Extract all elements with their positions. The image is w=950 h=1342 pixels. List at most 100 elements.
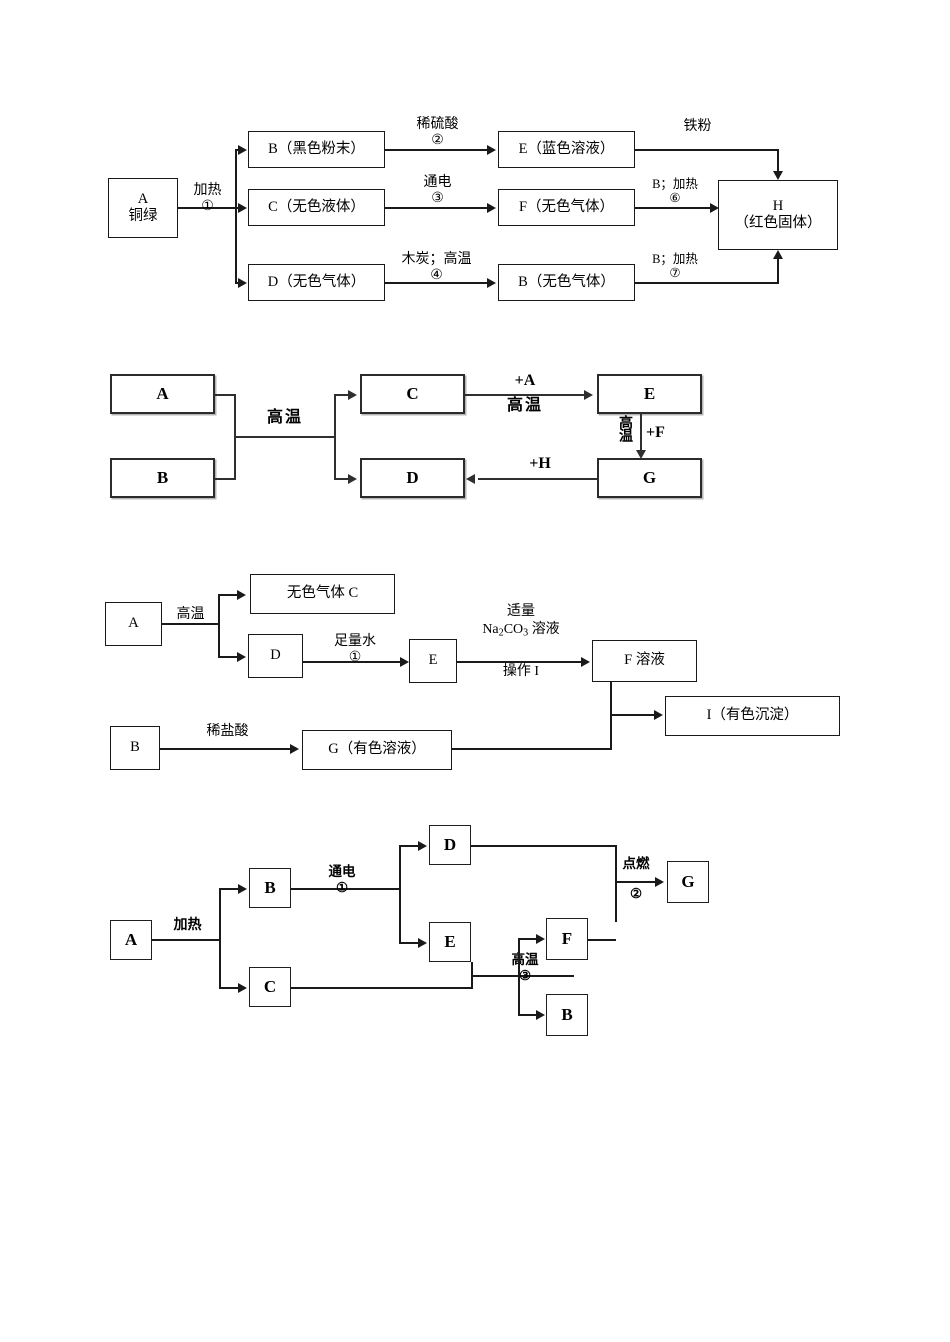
d3-line-to-c [218, 594, 240, 596]
d3-na2co3-sub2: 3 [523, 627, 529, 639]
d2-line-a-out [214, 394, 236, 396]
d2-box-g[interactable]: G [597, 458, 702, 498]
d1-box-h-solid[interactable]: H （红色固体） [718, 180, 838, 250]
d2-box-d[interactable]: D [360, 458, 465, 498]
d1-arrow-e-to-h [773, 171, 783, 180]
d1-arrow-b-to-e [487, 145, 496, 155]
diagram-1-copper-green: A 铜绿 加热 ① B（黑色粉末） 稀硫酸 ② E（蓝色溶液） 铁粉 [0, 0, 950, 330]
d4-line-d-down [615, 845, 617, 922]
d3-arrow-to-d [237, 652, 246, 662]
d2-arrow-c-to-e [584, 390, 593, 400]
d4-label-high-temp-text: 高温 [511, 952, 539, 967]
d1-label-iron-powder: 铁粉 [655, 119, 740, 135]
d4-line-d-out [471, 845, 617, 847]
d3-label-suitable-amount-text: 适量 [507, 604, 535, 619]
d2-box-a[interactable]: A [110, 374, 215, 414]
d4-box-d[interactable]: D [429, 825, 471, 865]
d4-arrow-to-g [655, 877, 664, 887]
d4-arrow-to-f [536, 934, 545, 944]
d1-box-f-gas[interactable]: F（无色气体） [498, 189, 635, 226]
d3-box-f-solution[interactable]: F 溶液 [592, 640, 697, 682]
d2-split-vertical [334, 394, 336, 479]
d3-box-d[interactable]: D [248, 634, 303, 678]
d3-box-b[interactable]: B [110, 726, 160, 770]
d1-label-dilute-sulfuric-text: 稀硫酸 [416, 117, 459, 132]
d2-label-high-temp-top: 高温 [480, 397, 570, 415]
d4-label-high-temp-num: ③ [518, 967, 532, 983]
d4-label-electrify: 通电 ① [302, 864, 382, 895]
d3-na2co3-pre: Na [482, 622, 499, 637]
d4-box-b-top[interactable]: B [249, 868, 291, 908]
d1-line-e-to-h-vertical [777, 149, 779, 173]
d3-label-enough-water: 足量水 ① [310, 634, 400, 666]
d4-arrow-to-d [418, 841, 427, 851]
d1-box-b-black[interactable]: B（黑色粉末） [248, 131, 385, 168]
d2-label-plus-a-text: +A [514, 372, 536, 389]
d2-arrow-to-d [348, 474, 357, 484]
d3-line-b-to-g [160, 748, 292, 750]
d2-label-high-temp-top-text: 高温 [506, 397, 543, 414]
d1-label-charcoal-num: ④ [430, 268, 443, 284]
d4-label-heat-text: 加热 [173, 918, 202, 933]
d3-box-e[interactable]: E [409, 639, 457, 683]
d3-arrow-d-to-e [400, 657, 409, 667]
d1-label-electrify-text: 通电 [423, 175, 452, 190]
d2-box-c[interactable]: C [360, 374, 465, 414]
d1-label-charcoal-text: 木炭；高温 [401, 252, 472, 267]
d3-box-c-gas[interactable]: 无色气体 C [250, 574, 395, 614]
d4-line-f-out [588, 939, 616, 941]
d4-box-a[interactable]: A [110, 920, 152, 960]
d1-arrow-b2-to-h [773, 250, 783, 259]
d4-split-vertical-3 [518, 938, 520, 1015]
d3-box-a[interactable]: A [105, 602, 162, 646]
d4-line-to-d [399, 845, 421, 847]
d1-box-b-gas[interactable]: B（无色气体） [498, 264, 635, 301]
d1-box-d-gas[interactable]: D（无色气体） [248, 264, 385, 301]
d4-box-g[interactable]: G [667, 861, 709, 903]
d2-label-plus-f-text: +F [646, 424, 665, 441]
d1-trunk-vertical [235, 149, 237, 283]
d1-label-b-heat6-num: ⑥ [669, 191, 681, 206]
d3-arrow-to-c [237, 590, 246, 600]
d2-label-plus-f: +F [646, 424, 665, 442]
d4-box-b-bottom[interactable]: B [546, 994, 588, 1036]
d4-box-e[interactable]: E [429, 922, 471, 962]
d1-line-c-to-f [385, 207, 489, 209]
d1-label-charcoal: 木炭；高温 ④ [384, 252, 489, 284]
d1-arrow-to-b [238, 145, 247, 155]
d1-label-b-heat7-num: ⑦ [669, 266, 681, 281]
d4-split-vertical-2 [399, 845, 401, 943]
d1-arrow-to-c [238, 203, 247, 213]
d3-label-enough-water-num: ① [348, 650, 362, 666]
d1-box-c-liquid[interactable]: C（无色液体） [248, 189, 385, 226]
d4-box-f[interactable]: F [546, 918, 588, 960]
d1-box-e-blue[interactable]: E（蓝色溶液） [498, 131, 635, 168]
d2-label-plus-h: +H [505, 455, 575, 473]
d2-line-b-out [214, 478, 236, 480]
d3-label-dilute-hcl-text: 稀盐酸 [206, 724, 249, 739]
d1-line-b2-to-h-vertical [777, 259, 779, 283]
d1-line-e-to-h-horizontal [635, 149, 779, 151]
d4-line-c-out [291, 987, 473, 989]
d1-label-dilute-sulfuric: 稀硫酸 ② [390, 117, 485, 149]
d1-label-dilute-sulfuric-num: ② [431, 133, 444, 149]
d3-label-high-temp-text: 高温 [176, 607, 205, 622]
d3-na2co3-sub1: 2 [498, 627, 504, 639]
d2-box-b[interactable]: B [110, 458, 215, 498]
d4-line-to-b [219, 888, 241, 890]
d3-label-suitable-amount: 适量 [466, 604, 576, 620]
d3-box-i-precipitate[interactable]: I（有色沉淀） [665, 696, 840, 736]
d1-label-b-heat6: B；加热 ⑥ [637, 177, 713, 206]
d2-line-merge-to-split [234, 436, 336, 438]
d2-box-e[interactable]: E [597, 374, 702, 414]
d4-label-ignite-num-text: ② [629, 886, 643, 901]
d1-box-a[interactable]: A 铜绿 [108, 178, 178, 238]
d4-box-c[interactable]: C [249, 967, 291, 1007]
d1-line-b2-to-h-horizontal [635, 282, 779, 284]
d2-arrow-g-to-d [466, 474, 475, 484]
d3-line-a-out [162, 623, 220, 625]
d4-label-electrify-text: 通电 [328, 864, 356, 879]
d3-box-g-colored[interactable]: G（有色溶液） [302, 730, 452, 770]
d4-arrow-to-e [418, 938, 427, 948]
d1-line-b-to-e [385, 149, 489, 151]
